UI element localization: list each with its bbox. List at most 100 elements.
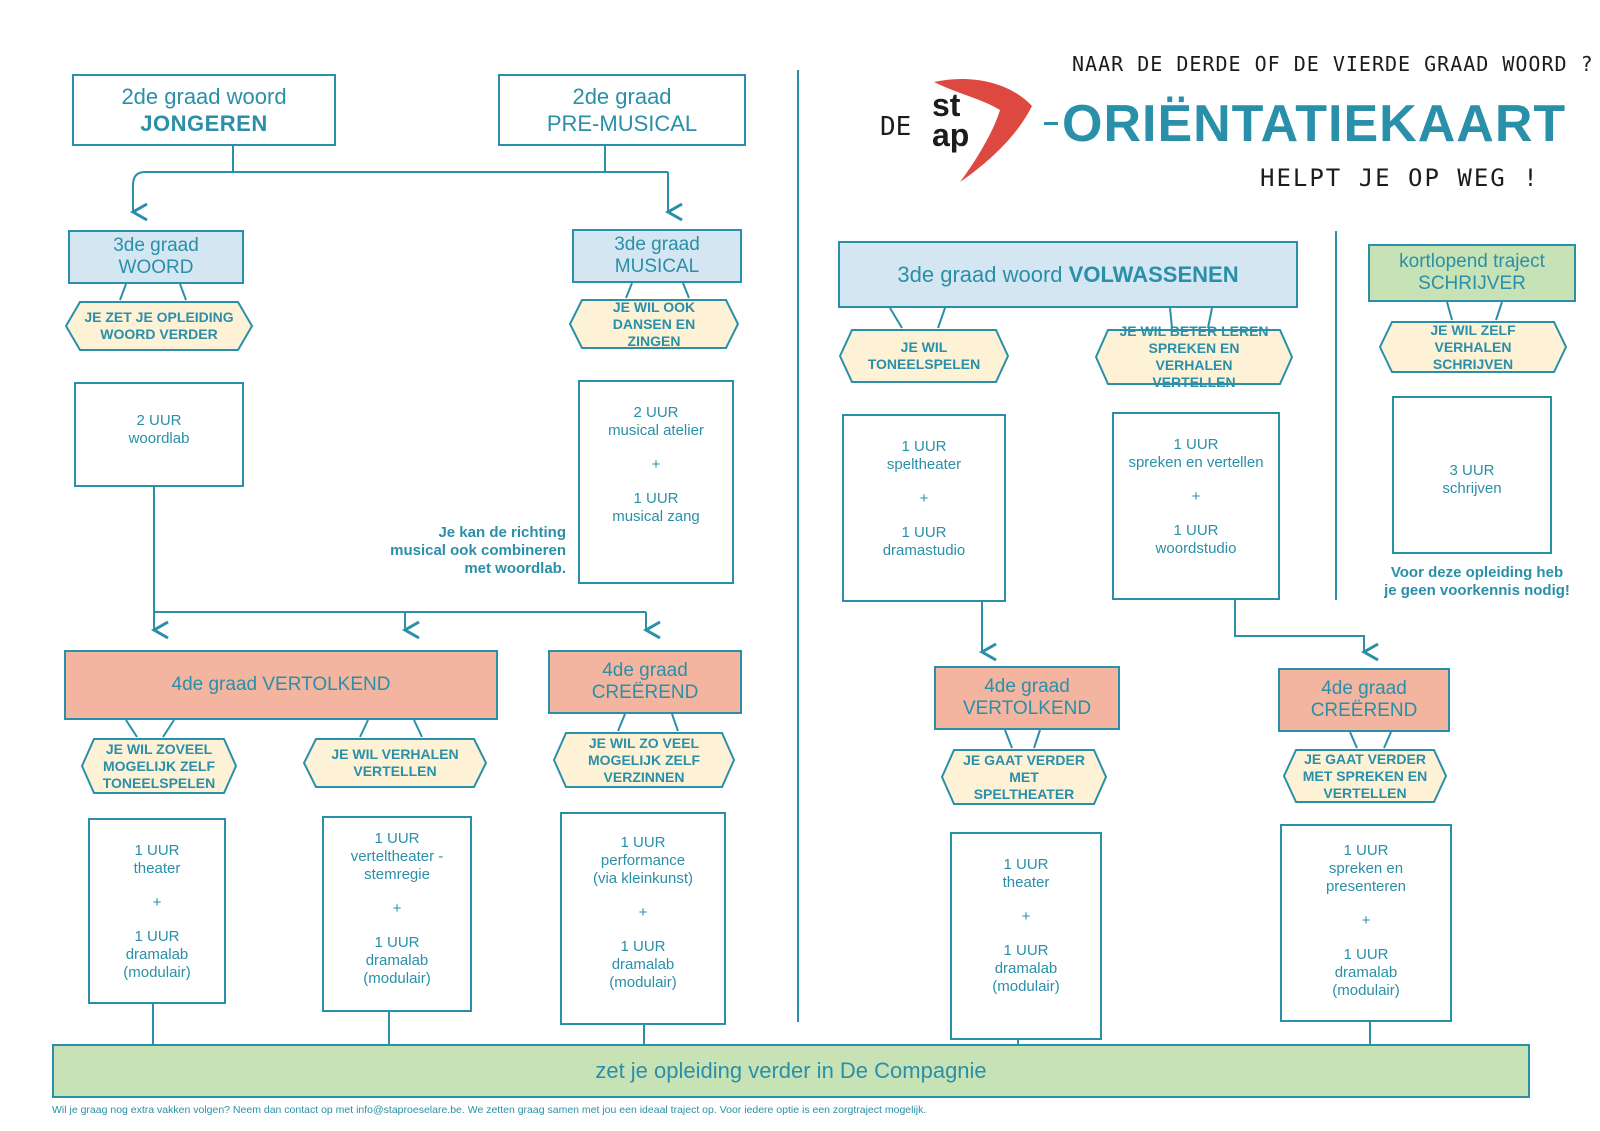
page-title: ORIËNTATIEKAART <box>1062 95 1567 153</box>
motivation-spreken-vertellen: JE WIL BETER LEREN SPREKEN EN VERHALEN V… <box>1094 323 1294 390</box>
course-schrijven: 3 UUR schrijven <box>1392 396 1552 554</box>
motivation-musical: JE WIL OOK DANSEN EN ZINGEN <box>568 298 740 350</box>
level-line: 4de graad <box>602 660 688 681</box>
note-line: Voor deze opleiding heb <box>1390 564 1564 581</box>
motivation-spreken-presenteren: JE GAAT VERDER MET SPREKEN EN VERTELLEN <box>1282 748 1448 804</box>
logo-text-bottom: ap <box>932 117 970 153</box>
note-line: Je kan de richting <box>438 524 566 541</box>
course-name: theater <box>133 860 181 877</box>
course-name: musical zang <box>612 508 700 525</box>
course-extra: (modulair) <box>1332 982 1400 999</box>
combine-note: Je kan de richting musical ook combinere… <box>388 524 566 578</box>
motivation-toneelspelen-volwassenen: JE WIL TONEELSPELEN <box>838 328 1010 384</box>
hexagon-shape <box>552 732 736 788</box>
course-hours: 2 UUR <box>136 412 182 429</box>
course-speltheater-dramastudio: 1 UUR speltheater + 1 UUR dramastudio <box>842 414 1006 602</box>
hexagon-shape <box>64 301 254 351</box>
course-extra: (modulair) <box>363 970 431 987</box>
course-extra: presenteren <box>1325 878 1407 895</box>
course-name: speltheater <box>886 456 962 473</box>
motivation-text: JE WIL ZOVEEL MOGELIJK ZELF TONEELSPELEN <box>102 740 216 791</box>
level-line: CREËREND <box>591 682 699 703</box>
level-line: 4de graad VERTOLKEND <box>171 674 391 695</box>
level-line-bold: VOLWASSENEN <box>1068 261 1239 287</box>
motivation-text: JE WIL TONEELSPELEN <box>867 339 981 372</box>
hexagon-shape <box>1282 749 1448 803</box>
box-line-bold: JONGEREN <box>140 111 268 136</box>
course-plus: + <box>152 894 162 911</box>
motivation-woord: JE ZET JE OPLEIDING WOORD VERDER <box>64 300 254 352</box>
course-name: musical atelier <box>608 422 704 439</box>
schrijver-note: Voor deze opleiding heb je geen voorkenn… <box>1376 564 1578 600</box>
hexagon-shape <box>838 329 1010 383</box>
level-4de-graad-vertolkend-volwassenen: 4de graad VERTOLKEND <box>934 666 1120 730</box>
motivation-text: JE GAAT VERDER MET SPELTHEATER <box>963 751 1085 802</box>
motivation-text: JE WIL VERHALEN VERTELLEN <box>331 746 459 779</box>
note-line: met woordlab. <box>464 560 566 577</box>
motivation-schrijven: JE WIL ZELF VERHALEN SCHRIJVEN <box>1378 320 1568 374</box>
compagnie-text: zet je opleiding verder in De Compagnie <box>595 1058 987 1083</box>
course-hours: 1 UUR <box>901 438 947 455</box>
course-name: dramastudio <box>882 542 966 559</box>
course-hours: 1 UUR <box>1343 946 1389 963</box>
course-plus: + <box>1021 908 1031 925</box>
motivation-verzinnen: JE WIL ZO VEEL MOGELIJK ZELF VERZINNEN <box>552 731 736 789</box>
logo-prefix: DE <box>880 112 912 142</box>
course-name: spreken en vertellen <box>1128 454 1264 471</box>
level-line: 4de graad <box>1321 678 1407 699</box>
course-name: schrijven <box>1442 480 1502 497</box>
logo-text-top: st <box>932 87 961 123</box>
footnote: Wil je graag nog extra vakken volgen? Ne… <box>52 1104 927 1116</box>
course-name: spreken en <box>1328 860 1404 877</box>
motivation-verhalen-vertellen: JE WIL VERHALEN VERTELLEN <box>302 737 488 789</box>
course-hours: 1 UUR <box>134 928 180 945</box>
course-extra: (modulair) <box>992 978 1060 995</box>
hexagon-shape <box>568 299 740 349</box>
course-hours: 1 UUR <box>1343 842 1389 859</box>
box-line: 2de graad <box>572 84 672 109</box>
hexagon-shape <box>80 738 238 794</box>
course-spreken-woordstudio: 1 UUR spreken en vertellen + 1 UUR woord… <box>1112 412 1280 600</box>
page-subtitle: HELPT JE OP WEG ! <box>1260 164 1540 192</box>
box-line: 2de graad woord <box>121 84 287 109</box>
course-hours: 3 UUR <box>1449 462 1495 479</box>
course-hours: 2 UUR <box>633 404 679 421</box>
motivation-text: JE WIL BETER LEREN SPREKEN EN VERHALEN V… <box>1119 323 1269 390</box>
course-name: performance <box>600 852 686 869</box>
motivation-text: JE WIL ZO VEEL MOGELIJK ZELF VERZINNEN <box>588 734 700 785</box>
level-line: 4de graad <box>984 676 1070 697</box>
logo-swoosh-icon <box>934 79 1032 182</box>
course-hours: 1 UUR <box>901 524 947 541</box>
box-2de-graad-premusical: 2de graad PRE-MUSICAL <box>498 74 746 146</box>
motivation-text: JE GAAT VERDER MET SPREKEN EN VERTELLEN <box>1302 750 1428 801</box>
course-extra: stemregie <box>364 866 430 883</box>
motivation-speltheater: JE GAAT VERDER MET SPELTHEATER <box>940 748 1108 806</box>
course-plus: + <box>919 490 929 507</box>
logo: st ap <box>920 72 1040 192</box>
course-extra: (modulair) <box>123 964 191 981</box>
course-name: verteltheater - <box>350 848 444 865</box>
course-name: woordlab <box>128 430 190 447</box>
hexagon-shape <box>302 738 488 788</box>
course-performance-dramalab: 1 UUR performance (via kleinkunst) + 1 U… <box>560 812 726 1025</box>
level-line: WOORD <box>118 257 194 278</box>
course-plus: + <box>1361 912 1371 929</box>
note-line: musical ook combineren <box>390 542 566 559</box>
box-2de-graad-jongeren: 2de graad woord JONGEREN <box>72 74 336 146</box>
level-3de-graad-musical: 3de graad MUSICAL <box>572 229 742 283</box>
course-name: dramalab <box>365 952 429 969</box>
course-plus: + <box>651 456 661 473</box>
course-name: dramalab <box>1334 964 1398 981</box>
hexagon-shape <box>940 749 1108 805</box>
level-line: CREËREND <box>1310 700 1418 721</box>
course-theater-dramalab-volwassenen: 1 UUR theater + 1 UUR dramalab (modulair… <box>950 832 1102 1040</box>
course-hours: 1 UUR <box>374 934 420 951</box>
course-name: theater <box>1002 874 1050 891</box>
title-dash <box>1044 122 1058 125</box>
box-line: PRE-MUSICAL <box>546 111 698 136</box>
hexagon-shape <box>1378 321 1568 373</box>
motivation-toneelspelen: JE WIL ZOVEEL MOGELIJK ZELF TONEELSPELEN <box>80 737 238 795</box>
course-musical: 2 UUR musical atelier + 1 UUR musical za… <box>578 380 734 584</box>
course-hours: 1 UUR <box>620 834 666 851</box>
level-line: 3de graad <box>614 234 700 255</box>
